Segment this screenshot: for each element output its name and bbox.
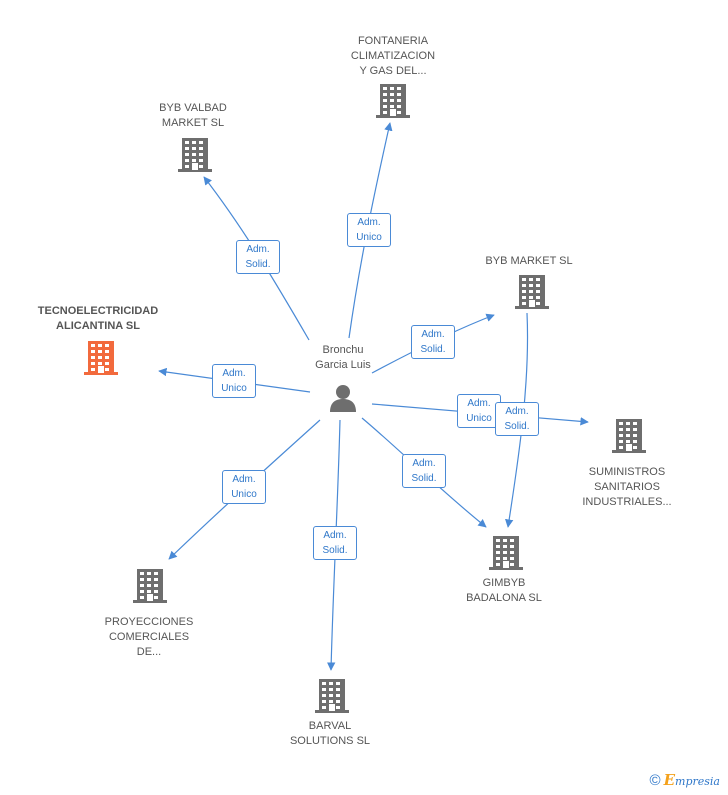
company-label-byb-market[interactable]: BYB MARKET SL xyxy=(485,254,573,267)
relation-label-barval[interactable]: Adm. Solid. xyxy=(313,526,357,560)
building-icon-byb-valbad[interactable] xyxy=(178,137,212,178)
relation-label-proyecciones[interactable]: Adm. Unico xyxy=(222,470,266,504)
copyright-symbol: © xyxy=(649,772,661,789)
relation-label-byb-market[interactable]: Adm. Solid. xyxy=(411,325,455,359)
company-label-tecnoelectricidad[interactable]: TECNOELECTRICIDAD ALICANTINA SL xyxy=(37,305,159,332)
company-label-fontaneria[interactable]: FONTANERIA CLIMATIZACION Y GAS DEL... xyxy=(350,34,436,77)
building-icon-gimbyb[interactable] xyxy=(489,535,523,576)
relation-label-gimbyb[interactable]: Adm. Solid. xyxy=(402,454,446,488)
person-icon[interactable] xyxy=(328,383,358,418)
relation-label-byb-valbad[interactable]: Adm. Solid. xyxy=(236,240,280,274)
building-icon-barval[interactable] xyxy=(315,678,349,719)
building-icon-byb-market[interactable] xyxy=(515,274,549,315)
company-label-gimbyb[interactable]: GIMBYB BADALONA SL xyxy=(466,577,542,604)
relation-label-fontaneria[interactable]: Adm. Unico xyxy=(347,213,391,247)
brand-logo: Empresia xyxy=(663,771,720,789)
building-icon-suministros[interactable] xyxy=(612,418,646,459)
company-label-proyecciones[interactable]: PROYECCIONES COMERCIALES DE... xyxy=(104,616,194,658)
building-icon-proyecciones[interactable] xyxy=(133,568,167,609)
company-label-byb-valbad[interactable]: BYB VALBAD MARKET SL xyxy=(159,102,227,129)
relation-label-tecnoelectricidad[interactable]: Adm. Unico xyxy=(212,364,256,398)
footer-brand: © Empresia xyxy=(649,771,720,789)
building-icon-fontaneria[interactable] xyxy=(376,83,410,124)
company-label-suministros[interactable]: SUMINISTROS SANITARIOS INDUSTRIALES... xyxy=(582,466,672,508)
center-person-name[interactable]: Bronchu Garcia Luis xyxy=(315,344,371,371)
building-icon-tecnoelectricidad[interactable] xyxy=(84,340,118,381)
relation-label-gimbyb[interactable]: Adm. Solid. xyxy=(495,402,539,436)
company-label-barval[interactable]: BARVAL SOLUTIONS SL xyxy=(289,720,371,747)
